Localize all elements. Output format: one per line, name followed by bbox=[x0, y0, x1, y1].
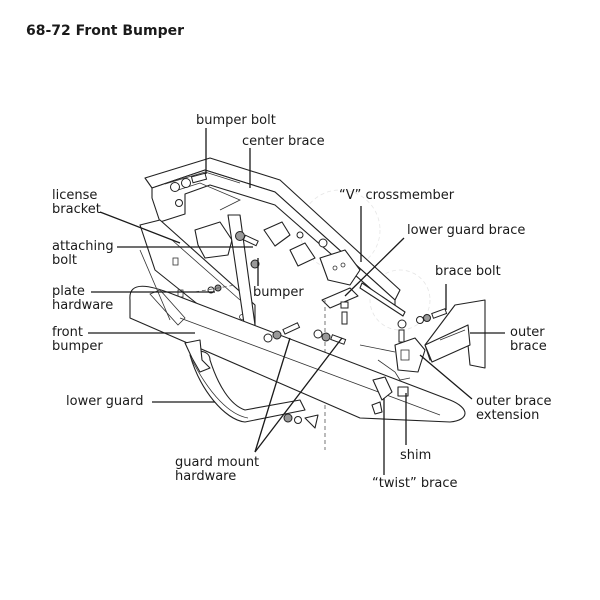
label-guard-mount-hardware-line1: guard mount bbox=[175, 455, 260, 470]
outer-brace-extension-part bbox=[359, 337, 426, 381]
label-v-crossmember: “V” crossmember bbox=[339, 188, 455, 203]
watermark bbox=[299, 189, 431, 331]
brace-bolt-hardware bbox=[397, 308, 448, 343]
guard-mount-hardware-low bbox=[283, 413, 319, 429]
leader-lines bbox=[88, 128, 505, 475]
lower-guard-part bbox=[184, 339, 306, 423]
label-front-bumper-line2: bumper bbox=[52, 339, 103, 354]
label-outer-brace-line2: brace bbox=[510, 339, 547, 354]
twist-brace-part bbox=[371, 376, 393, 415]
bumper-bolt-hardware bbox=[170, 172, 208, 207]
leader-guard-mount-2 bbox=[254, 337, 343, 453]
shim-part bbox=[397, 386, 409, 397]
label-guard-mount-hardware-line2: hardware bbox=[175, 469, 237, 484]
label-lower-guard-brace: lower guard brace bbox=[407, 223, 526, 238]
label-outer-brace-extension-line2: extension bbox=[476, 408, 540, 423]
outer-brace-part bbox=[424, 299, 486, 369]
label-outer-brace-line1: outer bbox=[510, 325, 545, 340]
plate-hardware bbox=[194, 284, 236, 294]
label-license-bracket-line2: bracket bbox=[52, 202, 101, 217]
leader-guard-mount-1 bbox=[254, 337, 291, 453]
label-license-bracket-line1: license bbox=[52, 188, 98, 203]
v-crossmember-part bbox=[319, 249, 406, 317]
label-shim: shim bbox=[400, 448, 432, 463]
label-center-brace: center brace bbox=[242, 134, 325, 149]
guard-mount-hardware-center bbox=[263, 322, 347, 345]
label-front-bumper-line1: front bbox=[52, 325, 83, 340]
label-twist-brace: “twist” brace bbox=[372, 476, 458, 491]
label-bumper-bolt: bumper bolt bbox=[196, 113, 276, 128]
label-attaching-bolt-line2: bolt bbox=[52, 253, 77, 268]
attaching-bolt-hardware bbox=[235, 231, 260, 269]
label-plate-hardware-line1: plate bbox=[52, 284, 85, 299]
label-brace-bolt: brace bolt bbox=[435, 264, 501, 279]
leader-license-bracket bbox=[99, 211, 181, 244]
license-mount-arm bbox=[194, 214, 256, 331]
lower-guard-brace-part bbox=[321, 287, 359, 325]
center-brace-brackets bbox=[263, 221, 328, 267]
label-attaching-bolt-line1: attaching bbox=[52, 239, 114, 254]
label-outer-brace-extension-line1: outer brace bbox=[476, 394, 552, 409]
leader-outer-brace-extension bbox=[419, 354, 473, 400]
label-lower-guard: lower guard bbox=[66, 394, 144, 409]
diagram-title: 68-72 Front Bumper bbox=[26, 23, 185, 39]
label-plate-hardware-line2: hardware bbox=[52, 298, 114, 313]
label-bumper: bumper bbox=[253, 285, 304, 300]
leader-lower-guard-brace bbox=[344, 237, 405, 297]
